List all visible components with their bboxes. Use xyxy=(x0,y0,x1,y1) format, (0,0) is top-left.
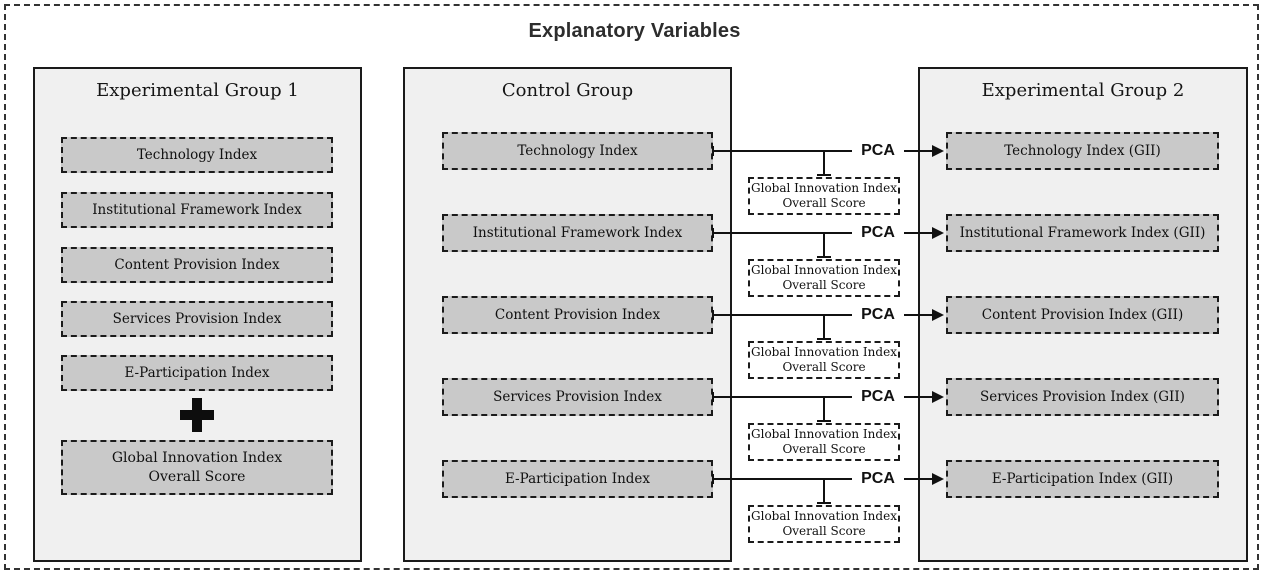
index-box-content-provision-control: Content Provision Index xyxy=(442,296,713,334)
index-box-institutional-framework-control: Institutional Framework Index xyxy=(442,214,713,252)
index-box-services-provision-gii: Services Provision Index (GII) xyxy=(946,378,1219,416)
sum-box-line2: Overall Score xyxy=(148,468,246,485)
pca-label: PCA xyxy=(852,222,904,244)
gii-note-line2: Overall Score xyxy=(782,360,866,374)
panel-title-control-group: Control Group xyxy=(501,80,634,101)
sum-box-global-innovation-index: Global Innovation Index Overall Score xyxy=(61,440,333,495)
index-box-e-participation-eg1: E-Participation Index xyxy=(61,355,333,391)
index-box-institutional-framework-gii: Institutional Framework Index (GII) xyxy=(946,214,1219,252)
diagram-title: Explanatory Variables xyxy=(528,20,741,42)
index-box-institutional-framework-eg1: Institutional Framework Index xyxy=(61,192,333,228)
index-box-technology-gii: Technology Index (GII) xyxy=(946,132,1219,170)
outer-dashed-border xyxy=(4,4,1259,570)
sum-box-line1: Global Innovation Index xyxy=(111,449,283,466)
index-box-e-participation-control: E-Participation Index xyxy=(442,460,713,498)
gii-note-line2: Overall Score xyxy=(782,442,866,456)
gii-overall-score-note: Global Innovation Index Overall Score xyxy=(748,505,900,543)
gii-note-line1: Global Innovation Index xyxy=(751,427,897,441)
pca-label: PCA xyxy=(852,386,904,408)
gii-note-line1: Global Innovation Index xyxy=(751,509,897,523)
gii-note-line2: Overall Score xyxy=(782,196,866,210)
plus-icon xyxy=(180,398,214,432)
gii-overall-score-note: Global Innovation Index Overall Score xyxy=(748,423,900,461)
index-box-e-participation-gii: E-Participation Index (GII) xyxy=(946,460,1219,498)
index-box-services-provision-eg1: Services Provision Index xyxy=(61,301,333,337)
index-box-technology-control: Technology Index xyxy=(442,132,713,170)
gii-overall-score-note: Global Innovation Index Overall Score xyxy=(748,259,900,297)
pca-label: PCA xyxy=(852,304,904,326)
gii-note-line2: Overall Score xyxy=(782,524,866,538)
pca-label: PCA xyxy=(852,140,904,162)
gii-overall-score-note: Global Innovation Index Overall Score xyxy=(748,341,900,379)
index-box-content-provision-gii: Content Provision Index (GII) xyxy=(946,296,1219,334)
index-box-services-provision-control: Services Provision Index xyxy=(442,378,713,416)
gii-overall-score-note: Global Innovation Index Overall Score xyxy=(748,177,900,215)
gii-note-line1: Global Innovation Index xyxy=(751,345,897,359)
index-box-content-provision-eg1: Content Provision Index xyxy=(61,247,333,283)
gii-note-line1: Global Innovation Index xyxy=(751,263,897,277)
pca-label: PCA xyxy=(852,468,904,490)
panel-title-experimental-group-2: Experimental Group 2 xyxy=(981,80,1185,101)
gii-note-line1: Global Innovation Index xyxy=(751,181,897,195)
panel-title-experimental-group-1: Experimental Group 1 xyxy=(96,80,299,101)
gii-note-line2: Overall Score xyxy=(782,278,866,292)
index-box-technology-eg1: Technology Index xyxy=(61,137,333,173)
